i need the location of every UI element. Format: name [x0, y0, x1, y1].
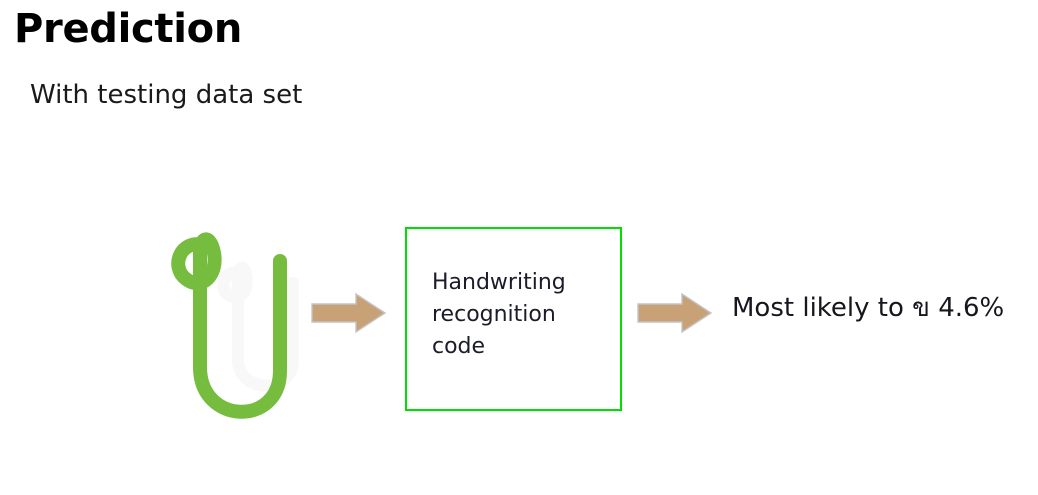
handwriting-input: [150, 205, 400, 460]
arrow-process-to-output-icon: [637, 292, 713, 334]
process-box: Handwriting recognition code: [405, 227, 622, 411]
page-title: Prediction: [14, 6, 243, 52]
page-subtitle: With testing data set: [30, 80, 303, 110]
prediction-result-label: Most likely to ข 4.6%: [732, 293, 1005, 323]
arrow-input-to-process-icon: [311, 292, 387, 334]
process-box-label: Handwriting recognition code: [432, 270, 566, 359]
handwritten-glyph-icon: [171, 232, 299, 419]
